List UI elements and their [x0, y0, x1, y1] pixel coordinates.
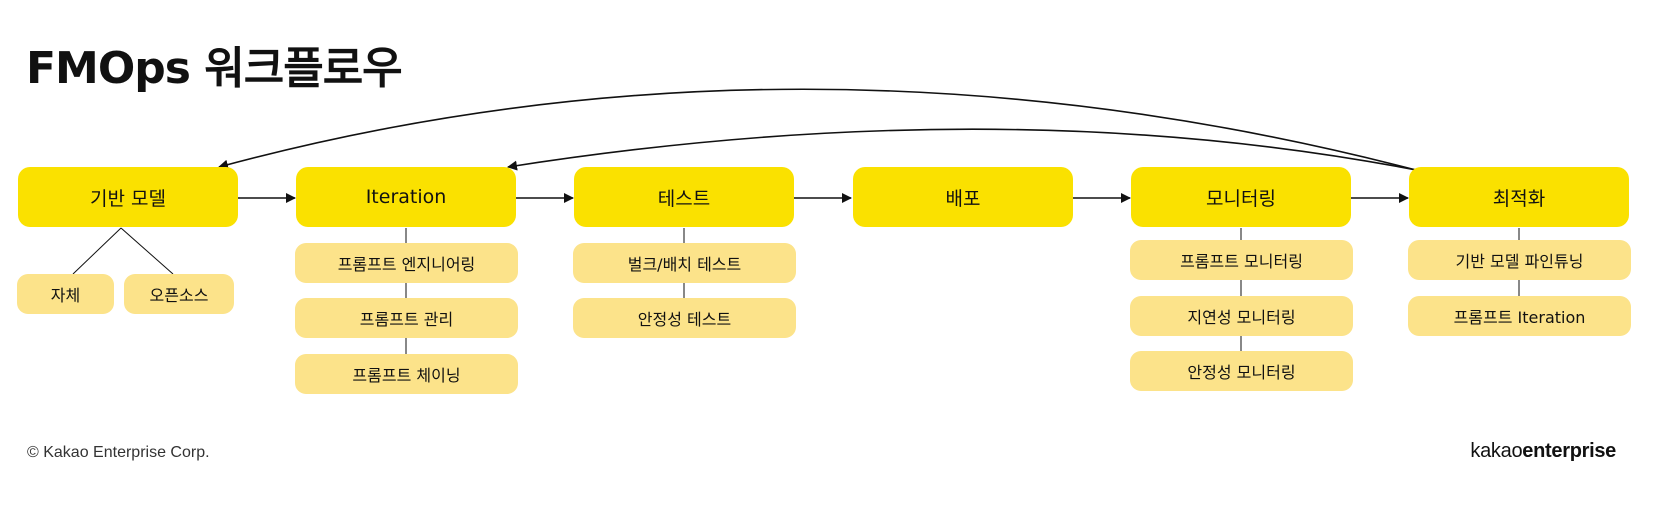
subitem-stability-monitoring: 안정성 모니터링 [1130, 351, 1353, 391]
subitem-base-model-finetuning: 기반 모델 파인튜닝 [1408, 240, 1631, 280]
subitem-in-house: 자체 [17, 274, 114, 314]
page-title: FMOps 워크플로우 [26, 43, 403, 94]
stage-optimization: 최적화 [1409, 167, 1629, 227]
stage-base-model: 기반 모델 [18, 167, 238, 227]
subitem-prompt-monitoring: 프롬프트 모니터링 [1130, 240, 1353, 280]
copyright-text: © Kakao Enterprise Corp. [27, 444, 210, 461]
stage-monitoring: 모니터링 [1131, 167, 1351, 227]
subitem-latency-monitoring: 지연성 모니터링 [1130, 296, 1353, 336]
feedback-arrow-to-iteration [507, 128, 1417, 171]
stage-iteration: Iteration [296, 167, 516, 227]
brand-kakao: kakao [1470, 440, 1523, 462]
subitem-open-source: 오픈소스 [124, 274, 234, 314]
subitem-prompt-engineering: 프롬프트 엔지니어링 [295, 243, 518, 283]
tree-line-base-left [72, 227, 122, 275]
subitem-bulk-batch-test: 벌크/배치 테스트 [573, 243, 796, 283]
stage-deploy: 배포 [853, 167, 1073, 227]
subitem-stability-test: 안정성 테스트 [573, 298, 796, 338]
tree-line-base-right [120, 227, 174, 275]
kakao-enterprise-logo: kakaoenterprise [1470, 440, 1616, 463]
subitem-prompt-management: 프롬프트 관리 [295, 298, 518, 338]
subitem-prompt-iteration: 프롬프트 Iteration [1408, 296, 1631, 336]
subitem-prompt-chaining: 프롬프트 체이닝 [295, 354, 518, 394]
stage-test: 테스트 [574, 167, 794, 227]
brand-enterprise: enterprise [1522, 440, 1616, 462]
feedback-arrow-to-base-model [218, 88, 1417, 171]
